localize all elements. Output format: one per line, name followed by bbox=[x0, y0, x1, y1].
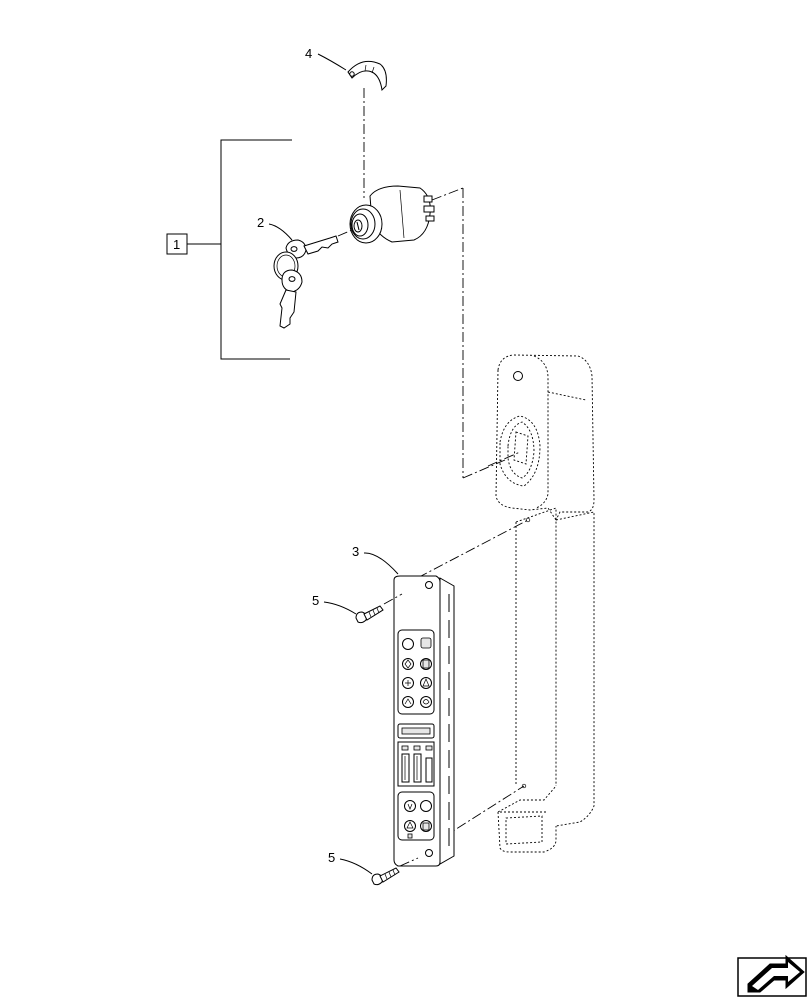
screw-upper bbox=[355, 605, 384, 624]
retaining-clip bbox=[347, 60, 387, 92]
callout-1: 1 bbox=[166, 139, 292, 360]
ignition-switch bbox=[349, 185, 435, 244]
callout-5-lower: 5 bbox=[328, 850, 373, 875]
callout-5-upper: 5 bbox=[312, 593, 357, 615]
callout-5-upper-label: 5 bbox=[312, 593, 319, 608]
callout-3: 3 bbox=[352, 544, 399, 575]
callout-5-lower-label: 5 bbox=[328, 850, 335, 865]
console-pillar bbox=[487, 354, 595, 853]
callout-4: 4 bbox=[305, 46, 347, 71]
ignition-keys bbox=[273, 235, 339, 329]
callout-2-label: 2 bbox=[257, 215, 264, 230]
callout-3-label: 3 bbox=[352, 544, 359, 559]
arrow-into-box-icon[interactable] bbox=[737, 954, 807, 997]
callout-2: 2 bbox=[257, 215, 293, 241]
instrument-panel bbox=[393, 575, 455, 867]
screw-lower bbox=[371, 867, 400, 886]
callout-1-label: 1 bbox=[173, 237, 180, 252]
callout-4-label: 4 bbox=[305, 46, 312, 61]
